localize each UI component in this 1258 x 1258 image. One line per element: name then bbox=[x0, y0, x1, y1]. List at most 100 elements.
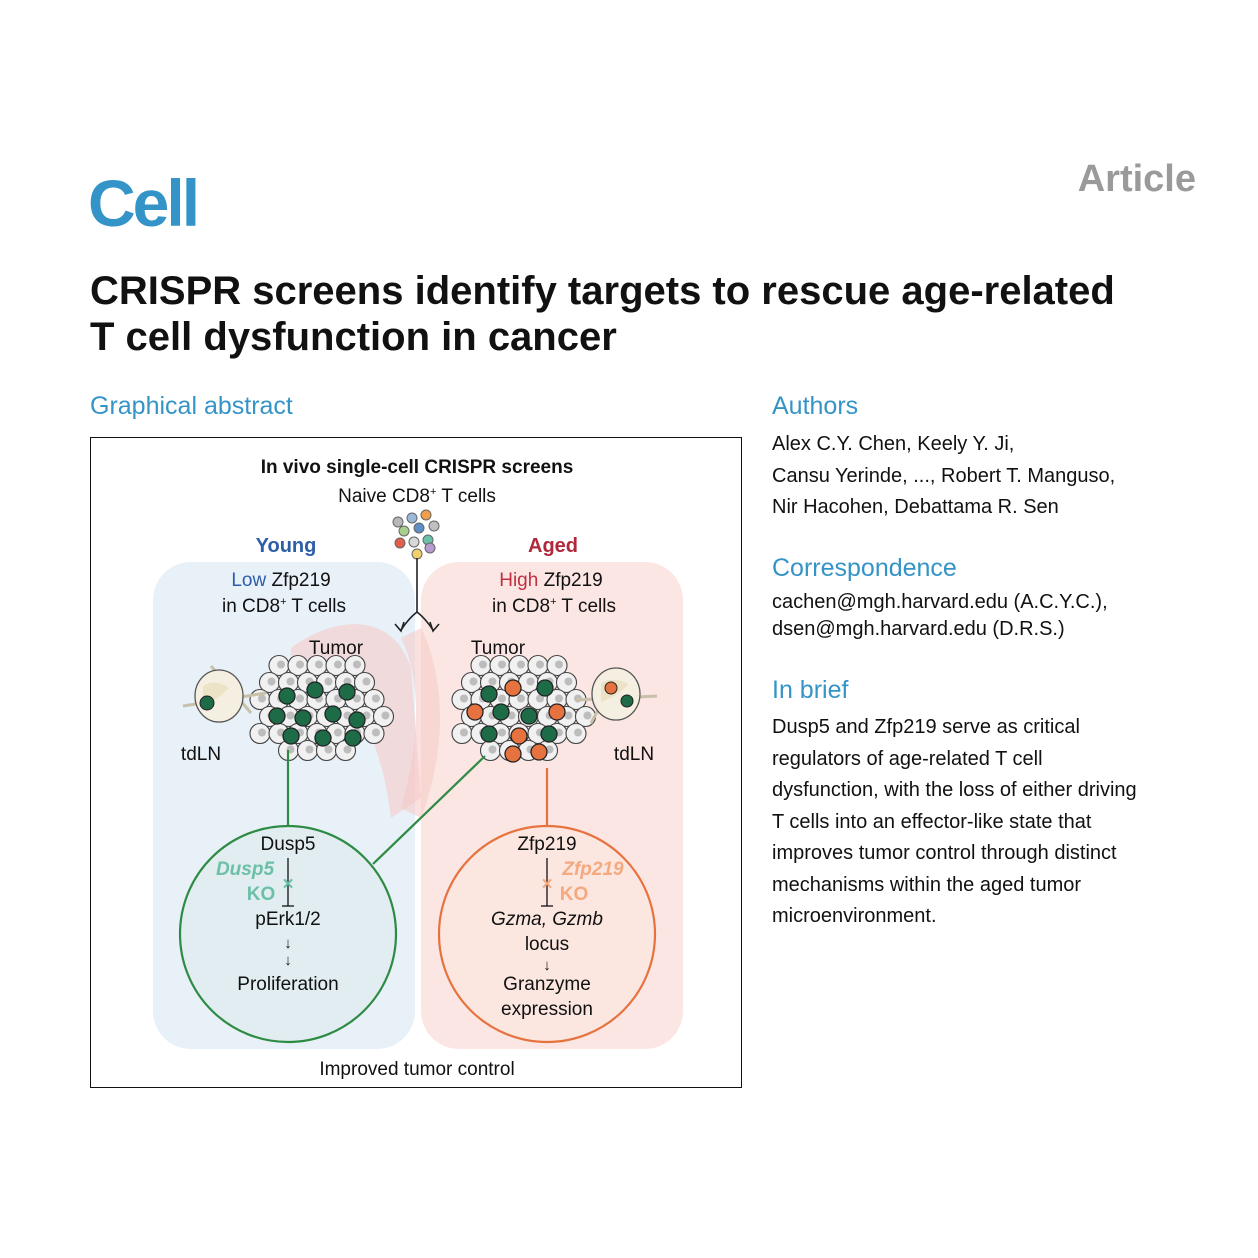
tumor-cell-nucleus bbox=[296, 694, 304, 703]
aged-ko-gene: Zfp219 bbox=[561, 859, 624, 880]
authors-heading: Authors bbox=[772, 392, 859, 420]
tumor-cell-nucleus bbox=[488, 677, 497, 686]
infiltrating-t-cell bbox=[294, 709, 312, 727]
young-pathway-outcome: Proliferation bbox=[237, 974, 338, 995]
young-zfp219-level: Low Zfp219 bbox=[231, 570, 330, 591]
tumor-cell-nucleus bbox=[324, 745, 333, 754]
aged-pathway-gene: Zfp219 bbox=[517, 834, 576, 855]
infiltrating-t-cell bbox=[480, 725, 498, 743]
tumor-cell-nucleus bbox=[460, 694, 468, 703]
tumor-cell-nucleus bbox=[555, 660, 563, 669]
infiltrating-t-cell bbox=[278, 687, 296, 705]
infiltrating-t-cell bbox=[492, 703, 510, 721]
authors-line: Nir Hacohen, Debattama R. Sen bbox=[772, 496, 1059, 518]
tumor-cell-nucleus bbox=[277, 660, 285, 669]
aged-label: Aged bbox=[528, 535, 578, 557]
improved-tumor-control-label: Improved tumor control bbox=[319, 1059, 514, 1080]
young-lymph-node bbox=[182, 665, 267, 723]
aged-pathway-outcome-line1: Granzyme bbox=[503, 974, 591, 995]
aged-pathway-target-line2: locus bbox=[525, 934, 569, 955]
flow-ribbon-right bbox=[401, 628, 440, 818]
in-brief-line: T cells into an effector-like state that bbox=[772, 810, 1092, 833]
tumor-cell-nucleus bbox=[372, 728, 380, 737]
infiltrating-t-cell bbox=[548, 703, 566, 721]
tumor-cell-nucleus bbox=[498, 660, 506, 669]
tumor-cell-nucleus bbox=[555, 694, 563, 703]
young-arrow-2: ↓ bbox=[284, 952, 292, 969]
aged-ko-label: KO bbox=[560, 884, 589, 905]
graphical-abstract: In vivo single-cell CRISPR screens Naive… bbox=[90, 437, 742, 1088]
tumor-cell-nucleus bbox=[583, 711, 592, 720]
infiltrating-t-cell bbox=[510, 727, 528, 745]
young-pathway-target: pErk1/2 bbox=[255, 909, 320, 930]
tumor-cell-nucleus bbox=[267, 677, 276, 686]
infiltrating-t-cell bbox=[466, 703, 484, 721]
tumor-cell-nucleus bbox=[258, 728, 266, 737]
aged-zfp219-level: High Zfp219 bbox=[499, 570, 603, 591]
tumor-cell-nucleus bbox=[469, 677, 478, 686]
young-ko-label: KO bbox=[247, 884, 276, 905]
tumor-cell-nucleus bbox=[574, 728, 582, 737]
authors-list: Alex C.Y. Chen, Keely Y. Ji, Cansu Yerin… bbox=[772, 429, 1212, 524]
correspondence-email[interactable]: cachen@mgh.harvard.edu (A.C.Y.C.), bbox=[772, 591, 1108, 613]
tumor-cell-nucleus bbox=[564, 711, 573, 720]
infiltrating-t-cell bbox=[520, 707, 538, 725]
in-brief-heading: In brief bbox=[772, 676, 849, 704]
tumor-cell-nucleus bbox=[460, 728, 468, 737]
authors-line: Alex C.Y. Chen, Keely Y. Ji, bbox=[772, 433, 1015, 455]
young-pathway-gene: Dusp5 bbox=[261, 834, 316, 855]
infiltrating-t-cell bbox=[348, 711, 366, 729]
graphical-abstract-heading: Graphical abstract bbox=[90, 392, 293, 420]
infiltrating-t-cell bbox=[324, 705, 342, 723]
tumor-cell-nucleus bbox=[296, 660, 304, 669]
in-brief-line: microenvironment. bbox=[772, 905, 937, 927]
infiltrating-t-cell bbox=[504, 745, 522, 763]
infiltrating-t-cell bbox=[338, 683, 356, 701]
journal-logo-text: Cell bbox=[88, 166, 200, 240]
infiltrating-t-cell bbox=[314, 729, 332, 747]
authors-line: Cansu Yerinde, ..., Robert T. Manguso, bbox=[772, 464, 1116, 487]
correspondence-list: cachen@mgh.harvard.edu (A.C.Y.C.), dsen@… bbox=[772, 589, 1212, 643]
in-brief-line: dysfunction, with the loss of either dri… bbox=[772, 779, 1137, 801]
tumor-cell-nucleus bbox=[324, 677, 333, 686]
in-brief-line: improves tumor control through distinct bbox=[772, 842, 1117, 864]
split-arrows bbox=[394, 558, 440, 633]
ga-top-title: In vivo single-cell CRISPR screens bbox=[261, 457, 574, 478]
infiltrating-t-cell bbox=[480, 685, 498, 703]
graphical-abstract-figure: In vivo single-cell CRISPR screens Naive… bbox=[153, 457, 683, 1080]
aged-pathway-circle bbox=[437, 824, 657, 1044]
young-ko-mark: × bbox=[282, 874, 293, 895]
young-arrow-1: ↓ bbox=[284, 935, 292, 952]
infiltrating-t-cell bbox=[268, 707, 286, 725]
tumor-cell-nucleus bbox=[517, 694, 525, 703]
tumor-cell-nucleus bbox=[536, 660, 544, 669]
in-brief-text: Dusp5 and Zfp219 serve as critical regul… bbox=[772, 712, 1212, 933]
in-brief-line: Dusp5 and Zfp219 serve as critical bbox=[772, 716, 1080, 738]
tumor-cell-nucleus bbox=[372, 694, 380, 703]
tumor-cell-nucleus bbox=[498, 694, 506, 703]
aged-cells-label: in CD8+ T cells bbox=[492, 596, 616, 617]
correspondence-email[interactable]: dsen@mgh.harvard.edu (D.R.S.) bbox=[772, 618, 1065, 640]
infiltrating-t-cell bbox=[530, 743, 548, 761]
tumor-cell-nucleus bbox=[353, 660, 361, 669]
young-cells-label: in CD8+ T cells bbox=[222, 596, 346, 617]
aged-pathway-outcome-line2: expression bbox=[501, 999, 593, 1020]
aged-tumor-mass bbox=[451, 654, 597, 763]
infiltrating-t-cell bbox=[306, 681, 324, 699]
young-tumor-label: Tumor bbox=[309, 638, 364, 659]
tumor-cell-nucleus bbox=[286, 677, 295, 686]
aged-pathway-target-line1: Gzma, Gzmb bbox=[491, 909, 603, 930]
tumor-cell-nucleus bbox=[536, 694, 544, 703]
tumor-cell-nucleus bbox=[334, 728, 342, 737]
tumor-cell-nucleus bbox=[334, 660, 342, 669]
young-pathway-circle bbox=[178, 824, 398, 1044]
aged-to-young-connector bbox=[372, 755, 486, 865]
tumor-cell-nucleus bbox=[564, 677, 573, 686]
tumor-cell-nucleus bbox=[353, 694, 361, 703]
infiltrating-t-cell bbox=[344, 729, 362, 747]
article-type-label: Article bbox=[1077, 158, 1196, 200]
young-tdln-label: tdLN bbox=[181, 744, 221, 765]
infiltrating-t-cell bbox=[282, 727, 300, 745]
tumor-cell-nucleus bbox=[286, 711, 295, 720]
tumor-cell-nucleus bbox=[315, 660, 323, 669]
